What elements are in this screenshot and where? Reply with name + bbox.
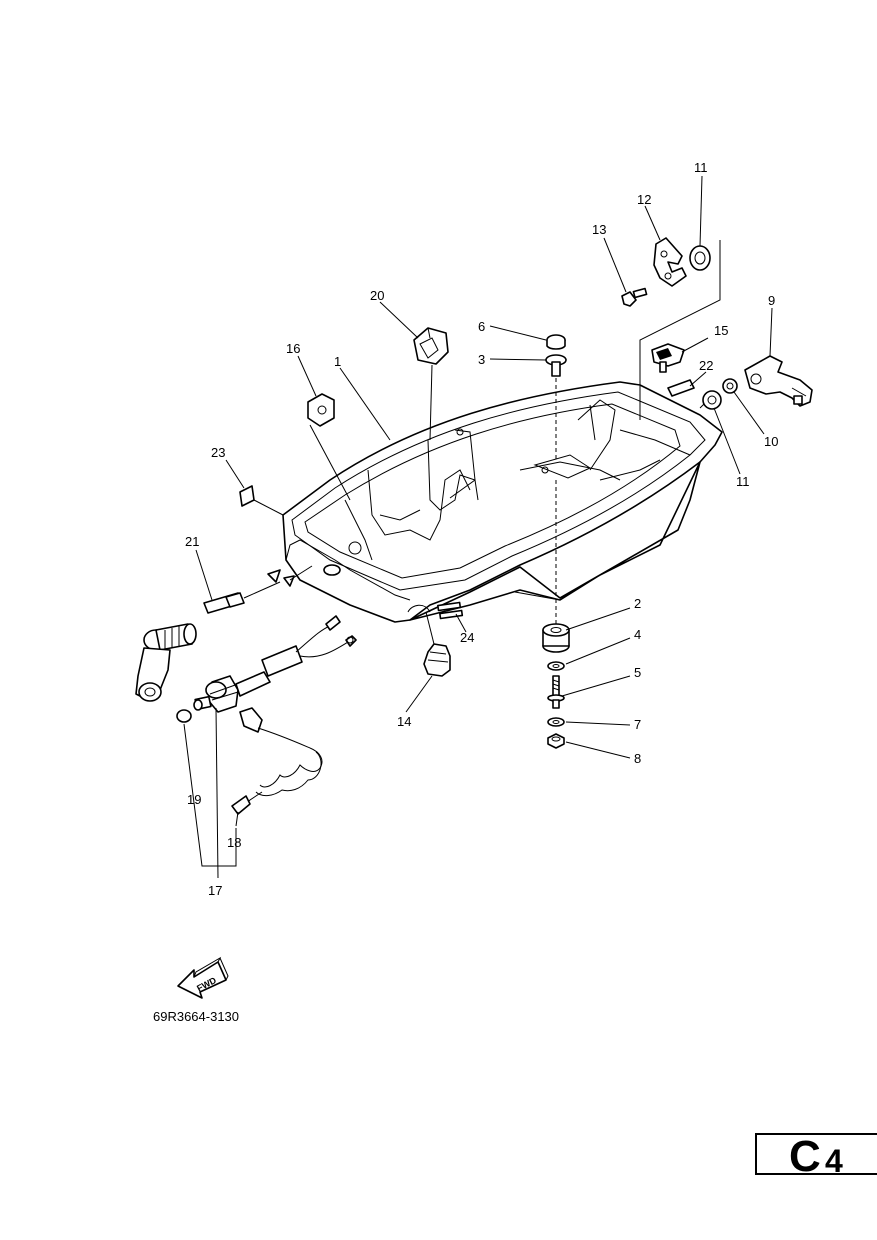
part-label-13: 13 <box>592 222 606 237</box>
washer-4 <box>547 661 565 671</box>
part-label-11-lower: 11 <box>736 474 750 489</box>
fwd-arrow-icon: FWD <box>177 956 229 999</box>
lever-15 <box>651 343 685 373</box>
nut-8 <box>547 733 565 749</box>
part-label-1: 1 <box>334 354 341 369</box>
label-23 <box>239 485 255 507</box>
leader-lines <box>183 175 773 879</box>
grommet-16 <box>307 393 351 501</box>
part-label-15: 15 <box>714 323 728 338</box>
nut-6 <box>546 334 566 350</box>
part-label-9: 9 <box>768 293 775 308</box>
lanyard-18 <box>231 707 323 827</box>
part-label-6: 6 <box>478 319 485 334</box>
part-label-5: 5 <box>634 665 641 680</box>
rod-21 <box>203 565 313 614</box>
part-label-16: 16 <box>286 341 300 356</box>
washer-10 <box>722 378 738 394</box>
diagram-code: 69R3664-3130 <box>153 1009 240 1024</box>
screw-13 <box>621 287 648 307</box>
cap-19 <box>176 709 192 723</box>
grommet-11-upper <box>689 245 711 271</box>
bottom-cowling <box>282 381 723 623</box>
assembly-line-upper <box>639 240 721 420</box>
part-label-4: 4 <box>634 627 641 642</box>
part-label-11: 11 <box>694 160 708 175</box>
bracket-12 <box>653 237 687 287</box>
plate-22 <box>667 379 695 397</box>
part-label-17: 17 <box>208 883 222 898</box>
bracket-9 <box>744 355 813 407</box>
part-label-22: 22 <box>699 358 713 373</box>
grommet-20 <box>413 327 449 441</box>
section-badge: C 4 <box>755 1132 877 1181</box>
part-label-8: 8 <box>634 751 641 766</box>
section-number: 4 <box>825 1143 843 1179</box>
part-label-2: 2 <box>634 596 641 611</box>
part-label-23: 23 <box>211 445 225 460</box>
bolt-5 <box>547 675 565 709</box>
mount-rubber-2 <box>542 623 570 653</box>
grommet-11-lower <box>699 390 722 410</box>
part-label-24: 24 <box>460 630 474 645</box>
switch-bracket <box>135 623 197 702</box>
cap-14 <box>423 611 451 677</box>
part-label-21: 21 <box>185 534 199 549</box>
section-letter: C <box>789 1132 821 1181</box>
part-label-20: 20 <box>370 288 384 303</box>
part-labels: 11 12 13 20 6 3 16 1 15 22 9 10 11 23 21… <box>185 160 778 898</box>
part-label-10: 10 <box>764 434 778 449</box>
part-label-19: 19 <box>187 792 201 807</box>
part-label-7: 7 <box>634 717 641 732</box>
part-label-14: 14 <box>397 714 411 729</box>
stop-switch <box>193 615 357 713</box>
washer-7 <box>547 717 565 727</box>
part-label-3: 3 <box>478 352 485 367</box>
part-label-18: 18 <box>227 835 241 850</box>
part-label-12: 12 <box>637 192 651 207</box>
